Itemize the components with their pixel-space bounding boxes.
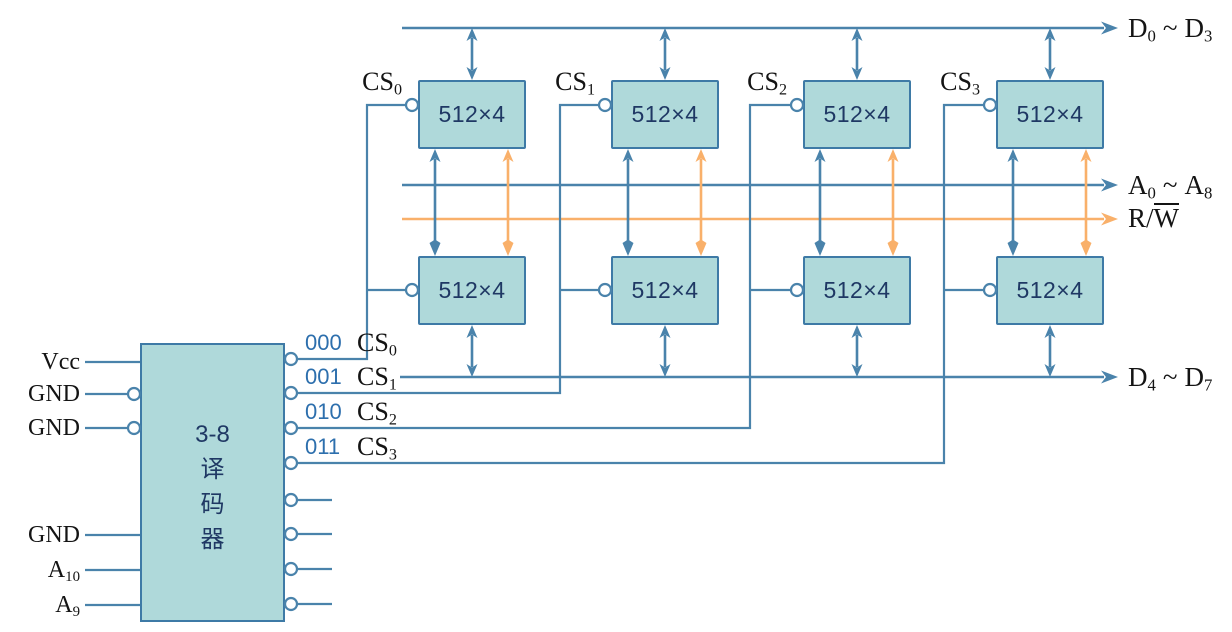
cs0-wire bbox=[297, 103, 406, 361]
d4-d7-bus-line bbox=[400, 370, 1118, 384]
memory-chip-bottom-3: 512×4 bbox=[803, 256, 911, 325]
chip-capacity-label: 512×4 bbox=[631, 277, 699, 303]
chip-capacity-label: 512×4 bbox=[823, 277, 891, 303]
a0-a8-bus-line bbox=[402, 178, 1118, 192]
input-label-gnd2: GND bbox=[28, 415, 80, 441]
input-label-gnd1: GND bbox=[28, 381, 80, 407]
decoder-input-bubbles bbox=[126, 386, 142, 436]
a0-a8-bus-label: A0~A8 bbox=[1128, 170, 1213, 203]
memory-chip-top-4: 512×4 bbox=[996, 80, 1104, 149]
rw-arrows-mid bbox=[501, 147, 1093, 258]
chip-capacity-label: 512×4 bbox=[1016, 101, 1084, 127]
output-cs1-label: CS1 bbox=[357, 362, 397, 394]
memory-chip-top-3: 512×4 bbox=[803, 80, 911, 149]
decoder-output-bubbles bbox=[283, 351, 299, 612]
decoder-title-line: 码 bbox=[200, 491, 225, 518]
decoder-title-line: 3-8 bbox=[195, 421, 230, 448]
chip-capacity-label: 512×4 bbox=[438, 101, 506, 127]
memory-chip-bottom-1: 512×4 bbox=[418, 256, 526, 325]
decoder-unused-output-stubs bbox=[297, 498, 332, 606]
memory-chip-bottom-2: 512×4 bbox=[611, 256, 719, 325]
cs3-top-label: CS3 bbox=[940, 67, 980, 99]
input-label-vcc: Vcc bbox=[41, 349, 80, 375]
address-arrows-mid bbox=[428, 147, 1020, 258]
memory-chip-top-1: 512×4 bbox=[418, 80, 526, 149]
output-code-011: 011 bbox=[305, 434, 341, 459]
d0-d3-bus-line bbox=[402, 21, 1118, 35]
d4-d7-bus-label: D4~D7 bbox=[1128, 362, 1213, 395]
data-arrows-bottom-row bbox=[465, 323, 1057, 379]
decoder-title-line: 器 bbox=[200, 526, 225, 553]
input-label-a10: A10 bbox=[47, 557, 80, 586]
memory-chip-top-2: 512×4 bbox=[611, 80, 719, 149]
output-code-010: 010 bbox=[305, 399, 342, 424]
chip-capacity-label: 512×4 bbox=[1016, 277, 1084, 303]
output-cs3-label: CS3 bbox=[357, 432, 397, 464]
d0-d3-bus-label: D0~D3 bbox=[1128, 13, 1213, 46]
decoder-3-8-box: 3-8 译 码 器 bbox=[140, 343, 285, 622]
chip-capacity-label: 512×4 bbox=[823, 101, 891, 127]
output-cs2-label: CS2 bbox=[357, 397, 397, 429]
chip-capacity-label: 512×4 bbox=[631, 101, 699, 127]
decoder-input-leads bbox=[85, 360, 140, 607]
input-label-a9: A9 bbox=[55, 592, 80, 621]
cs2-top-label: CS2 bbox=[747, 67, 787, 99]
output-code-000: 000 bbox=[305, 330, 342, 355]
output-cs0-label: CS0 bbox=[357, 328, 397, 360]
decoder-title-line: 译 bbox=[200, 456, 225, 483]
rw-bus-line bbox=[402, 212, 1118, 226]
input-label-gnd3: GND bbox=[28, 522, 80, 548]
memory-chip-bottom-4: 512×4 bbox=[996, 256, 1104, 325]
cs0-top-label: CS0 bbox=[362, 67, 402, 99]
cs1-top-label: CS1 bbox=[555, 67, 595, 99]
rw-bus-label: R/W bbox=[1128, 203, 1179, 233]
chip-capacity-label: 512×4 bbox=[438, 277, 506, 303]
output-code-001: 001 bbox=[305, 364, 342, 389]
